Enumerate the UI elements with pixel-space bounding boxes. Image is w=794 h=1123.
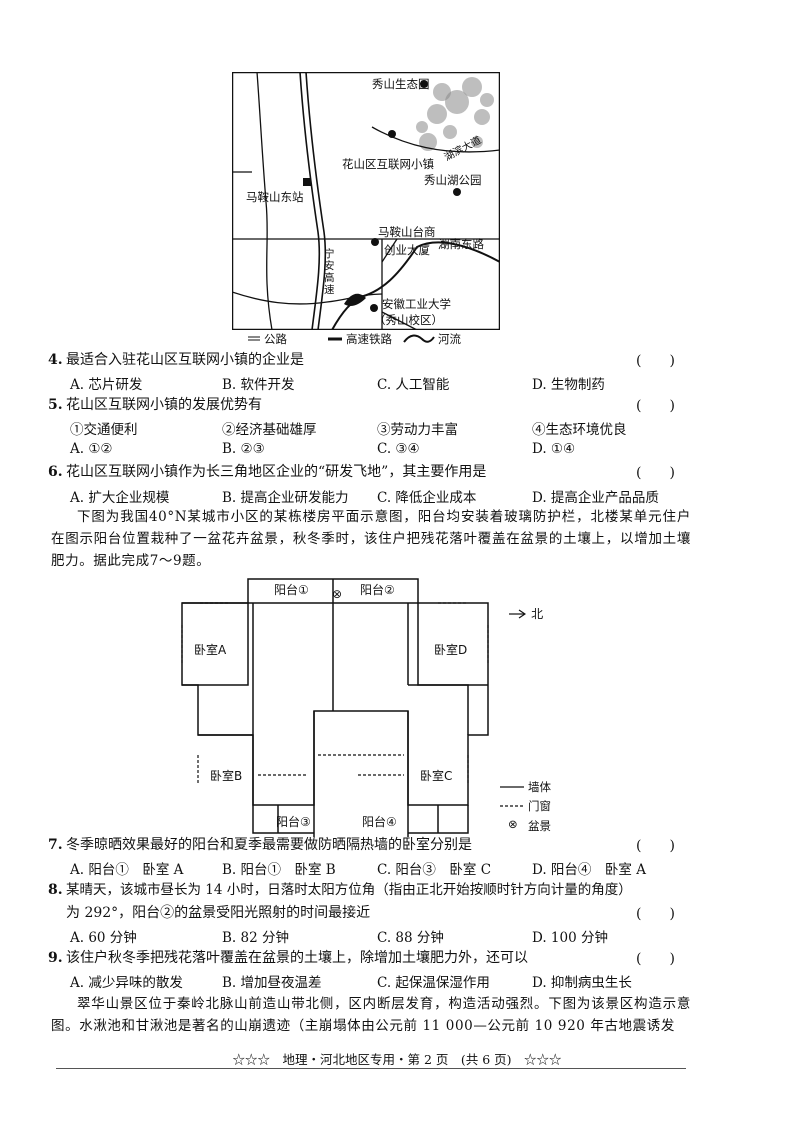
map-label-highspeed: 宁 安 高 速 <box>324 248 335 296</box>
item-3: ③劳动力丰富 <box>377 422 458 438</box>
answer-paren: ( ) <box>636 398 675 414</box>
option-d: D. 抑制病虫生长 <box>532 975 632 991</box>
option-d: D. 生物制药 <box>532 377 605 393</box>
question-7: 7.冬季晾晒效果最好的阳台和夏季最需要做防晒隔热墙的卧室分别是 <box>48 835 472 855</box>
question-stem: 该住户秋冬季把残花落叶覆盖在盆景的土壤上，除增加土壤肥力外，还可以 <box>66 950 528 966</box>
room-b-label: 卧室B <box>210 769 243 783</box>
balcony-2-label: 阳台② <box>360 583 395 597</box>
question-6: 6.花山区互联网小镇作为长三角地区企业的“研发飞地”，其主要作用是 <box>48 462 486 482</box>
footer-rule <box>56 1068 686 1069</box>
map-label-eco-park: 秀山生态园 <box>372 77 430 91</box>
room-d-label: 卧室D <box>434 643 468 657</box>
option-a: A. 60 分钟 <box>70 930 137 946</box>
page-footer: ☆☆☆ 地理・河北地区专用・第 2 页 (共 6 页) ☆☆☆ <box>232 1052 562 1067</box>
legend-rail: 高速铁路 <box>346 332 392 346</box>
option-b: B. 增加昼夜温差 <box>222 975 322 991</box>
answer-paren: ( ) <box>636 838 675 854</box>
room-c-label: 卧室C <box>420 769 453 783</box>
option-b: B. 阳台① 卧室 B <box>222 862 336 878</box>
question-stem: 花山区互联网小镇的发展优势有 <box>66 397 262 413</box>
answer-paren: ( ) <box>636 906 675 922</box>
map-label-xiushan-lake: 秀山湖公园 <box>424 173 482 187</box>
question-8-continued: 为 292°，阳台②的盆景受阳光照射的时间最接近 <box>66 905 371 921</box>
room-a-label: 卧室A <box>194 643 227 657</box>
option-c: C. 降低企业成本 <box>377 490 477 506</box>
option-c: C. 起保温保湿作用 <box>377 975 490 991</box>
map-label-campus: （秀山校区） <box>374 313 443 327</box>
floor-plan-legend: 墙体 门窗 ⊗ 盆景 <box>498 778 578 834</box>
map-figure: 秀山生态园 湖滨大道 花山区互联网小镇 秀山湖公园 马鞍山东站 宁 安 高 速 … <box>231 71 501 331</box>
option-a: A. 减少异味的散发 <box>70 975 183 991</box>
option-d: D. 100 分钟 <box>532 930 608 946</box>
legend-pot: 盆景 <box>528 819 551 833</box>
option-a: A. 阳台① 卧室 A <box>70 862 184 878</box>
option-d: D. 阳台④ 卧室 A <box>532 862 646 878</box>
option-a: A. 扩大企业规模 <box>70 490 170 506</box>
legend-wall: 墙体 <box>528 780 551 794</box>
map-drawing <box>231 71 501 331</box>
question-number: 9. <box>48 950 63 966</box>
option-c: C. 88 分钟 <box>377 930 444 946</box>
north-arrow: 北 <box>508 603 543 622</box>
map-legend: 公路 高速铁路 河流 <box>244 331 494 347</box>
option-c: C. ③④ <box>377 441 420 457</box>
question-number: 5. <box>48 397 63 413</box>
legend-symbols <box>500 786 524 807</box>
option-c: C. 人工智能 <box>377 377 450 393</box>
arrow-icon <box>509 609 527 618</box>
item-1: ①交通便利 <box>70 422 138 438</box>
question-4: 4.最适合入驻花山区互联网小镇的企业是 <box>48 350 304 370</box>
option-b: B. 提高企业研发能力 <box>222 490 349 506</box>
question-stem: 花山区互联网小镇作为长三角地区企业的“研发飞地”，其主要作用是 <box>66 464 487 480</box>
map-label-university: 安徽工业大学 <box>382 297 451 311</box>
pot-marker-icon: ⊗ <box>332 587 343 601</box>
north-label: 北 <box>531 607 544 621</box>
legend-door: 门窗 <box>528 799 551 813</box>
map-label-internet-town: 花山区互联网小镇 <box>342 157 434 171</box>
map-label-hunan-east: 湖南东路 <box>438 237 484 251</box>
question-number: 4. <box>48 352 63 368</box>
balcony-1-label: 阳台① <box>274 583 309 597</box>
question-stem: 冬季晾晒效果最好的阳台和夏季最需要做防晒隔热墙的卧室分别是 <box>66 837 472 853</box>
map-label-taiwan-biz: 马鞍山台商 <box>378 225 436 239</box>
map-legend-symbols <box>248 334 435 343</box>
question-number: 6. <box>48 464 63 480</box>
item-4: ④生态环境优良 <box>532 422 627 438</box>
answer-paren: ( ) <box>636 465 675 481</box>
option-a: A. ①② <box>70 441 113 457</box>
option-d: D. 提高企业产品品质 <box>532 490 659 506</box>
option-b: B. ②③ <box>222 441 265 457</box>
answer-paren: ( ) <box>636 353 675 369</box>
option-b: B. 82 分钟 <box>222 930 289 946</box>
item-2: ②经济基础雄厚 <box>222 422 317 438</box>
map-label-maanshan-east: 马鞍山东站 <box>246 190 304 204</box>
balcony-3-label: 阳台③ <box>276 815 311 829</box>
question-number: 8. <box>48 882 63 898</box>
question-stem: 某晴天，该城市昼长为 14 小时，日落时太阳方位角（指由正北开始按顺时针方向计量… <box>66 882 632 898</box>
legend-road: 公路 <box>264 332 287 346</box>
option-a: A. 芯片研发 <box>70 377 143 393</box>
floor-plan-drawing <box>181 578 489 837</box>
balcony-4-label: 阳台④ <box>362 815 397 829</box>
floor-plan-figure: 阳台① ⊗ 阳台② 卧室A 卧室D 卧室B 卧室C 阳台③ 阳台④ <box>178 575 490 837</box>
question-9: 9.该住户秋冬季把残花落叶覆盖在盆景的土壤上，除增加土壤肥力外，还可以 <box>48 948 528 968</box>
option-c: C. 阳台③ 卧室 C <box>377 862 492 878</box>
question-number: 7. <box>48 837 63 853</box>
option-d: D. ①④ <box>532 441 576 457</box>
intro-paragraph-7-9: 下图为我国40°N某城市小区的某栋楼房平面示意图，阳台均安装着玻璃防护栏，北楼某… <box>51 509 691 569</box>
answer-paren: ( ) <box>636 951 675 967</box>
question-8: 8.某晴天，该城市昼长为 14 小时，日落时太阳方位角（指由正北开始按顺时针方向… <box>48 880 632 900</box>
question-stem: 最适合入驻花山区互联网小镇的企业是 <box>66 352 304 368</box>
legend-river: 河流 <box>438 332 461 346</box>
legend-pot-icon: ⊗ <box>508 817 518 831</box>
question-5: 5.花山区互联网小镇的发展优势有 <box>48 395 262 415</box>
map-label-industry-bldg: 创业大厦 <box>384 243 430 257</box>
option-b: B. 软件开发 <box>222 377 295 393</box>
intro-paragraph-next: 翠华山景区位于秦岭北脉山前造山带北侧，区内断层发育，构造活动强烈。下图为该景区构… <box>51 996 691 1034</box>
